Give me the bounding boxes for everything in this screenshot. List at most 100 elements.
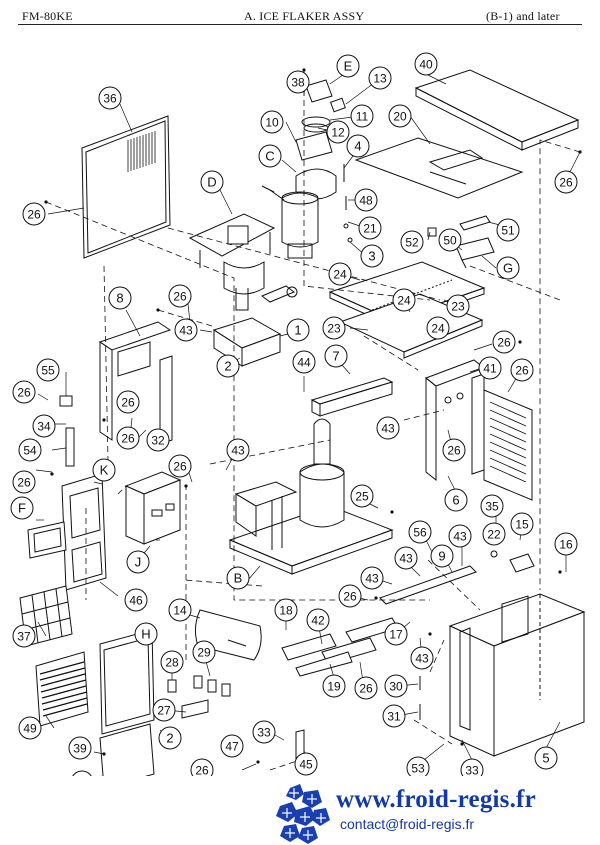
callout-number: 33	[257, 726, 271, 740]
callout-circle	[274, 598, 298, 622]
callout-circle	[168, 284, 192, 308]
callout-circle	[534, 746, 558, 770]
part-callout: 2	[158, 726, 182, 750]
callout-circle	[22, 202, 46, 226]
callout-number: 45	[299, 758, 313, 772]
front-louvre-grille	[35, 651, 89, 727]
front-door	[61, 473, 107, 591]
callout-number: 33	[465, 764, 479, 777]
kick-plate	[99, 723, 155, 776]
callout-number: 43	[231, 444, 245, 458]
part-callout: 24	[392, 288, 416, 312]
page-header: FM-80KE A. ICE FLAKER ASSY (B-1) and lat…	[0, 0, 600, 26]
small-clip	[59, 395, 75, 467]
callout-number: 26	[343, 590, 357, 604]
callout-circle	[496, 218, 520, 242]
callout-circle	[116, 390, 140, 414]
callout-number: 36	[103, 92, 117, 106]
callout-circle	[12, 624, 36, 648]
left-frame	[98, 321, 173, 445]
part-callout: 21	[358, 216, 382, 240]
part-callout: 15	[510, 512, 534, 536]
callout-circle	[336, 54, 360, 78]
gear-motor-assembly	[261, 79, 346, 259]
callout-circle	[324, 344, 348, 368]
part-callout: 7	[324, 344, 348, 368]
part-callout: 56	[408, 520, 432, 544]
assembly-callout: B	[226, 566, 250, 590]
part-callout: 50	[438, 228, 462, 252]
part-callout: 26	[22, 202, 46, 226]
drive-bracket-assembly	[188, 213, 298, 311]
callout-circle	[10, 496, 34, 520]
part-callout: 35	[480, 494, 504, 518]
callout-circle	[438, 228, 462, 252]
back-panel	[81, 115, 171, 259]
part-callout: 26	[510, 358, 534, 382]
assembly-callout: K	[92, 458, 116, 482]
callout-circle	[108, 286, 132, 310]
callout-circle	[220, 734, 244, 758]
footer: www.froid-regis.fr contact@froid-regis.f…	[0, 775, 600, 845]
callout-circle	[36, 358, 60, 382]
screw-dots	[44, 68, 582, 764]
callout-circle	[226, 566, 250, 590]
part-callout: 36	[98, 86, 122, 110]
small-filter-frame	[27, 521, 67, 559]
callout-number: 26	[559, 176, 573, 190]
callout-number: D	[207, 175, 216, 190]
callout-circle	[174, 318, 198, 342]
callout-number: 39	[73, 742, 87, 756]
callout-circle	[32, 414, 56, 438]
callout-circle	[554, 532, 578, 556]
callout-number: 43	[179, 324, 193, 338]
side-louvre-panel	[483, 389, 533, 501]
part-callout: 23	[322, 316, 346, 340]
email-link[interactable]: contact@froid-regis.fr	[340, 816, 475, 832]
callout-circle	[446, 294, 470, 318]
rail	[310, 377, 394, 417]
part-callout: 26	[12, 470, 36, 494]
part-callout: 26	[492, 330, 516, 354]
callout-number: 23	[451, 300, 465, 314]
part-callout: 34	[32, 414, 56, 438]
callout-number: 2	[166, 731, 173, 746]
callout-circle	[442, 438, 466, 462]
callout-circle	[190, 758, 214, 776]
callout-circle	[252, 720, 276, 744]
header-rule	[18, 24, 582, 25]
callout-number: 26	[75, 776, 89, 777]
callout-number: 7	[332, 349, 339, 364]
callout-number: 44	[297, 356, 311, 370]
callout-circle	[260, 110, 284, 134]
part-callout: 22	[482, 522, 506, 546]
callout-number: 46	[129, 594, 143, 608]
base-rails	[281, 617, 399, 677]
callout-number: 43	[453, 530, 467, 544]
callout-number: 51	[501, 224, 515, 238]
part-callout: 18	[274, 598, 298, 622]
callout-circle	[358, 216, 382, 240]
callout-number: 26	[359, 682, 373, 696]
callout-circle	[92, 458, 116, 482]
callout-circle	[382, 704, 406, 728]
callout-number: 26	[27, 208, 41, 222]
part-callout: 10	[260, 110, 284, 134]
part-callout: 39	[68, 736, 92, 760]
callout-number: 25	[355, 490, 369, 504]
part-callout: 2	[216, 354, 240, 378]
page-title: A. ICE FLAKER ASSY	[244, 9, 365, 23]
callout-circle	[258, 144, 282, 168]
callout-circle	[406, 756, 430, 776]
callout-number: 27	[157, 704, 171, 718]
callout-number: E	[344, 59, 353, 74]
part-callout: 46	[124, 588, 148, 612]
part-callout: 5	[534, 746, 558, 770]
callout-number: 8	[116, 291, 123, 306]
callout-circle	[216, 354, 240, 378]
website-link[interactable]: www.froid-regis.fr	[336, 786, 536, 813]
part-callout: 26	[442, 438, 466, 462]
callout-number: 6	[452, 493, 459, 508]
callout-number: 28	[165, 656, 179, 670]
callout-number: 26	[195, 764, 209, 777]
